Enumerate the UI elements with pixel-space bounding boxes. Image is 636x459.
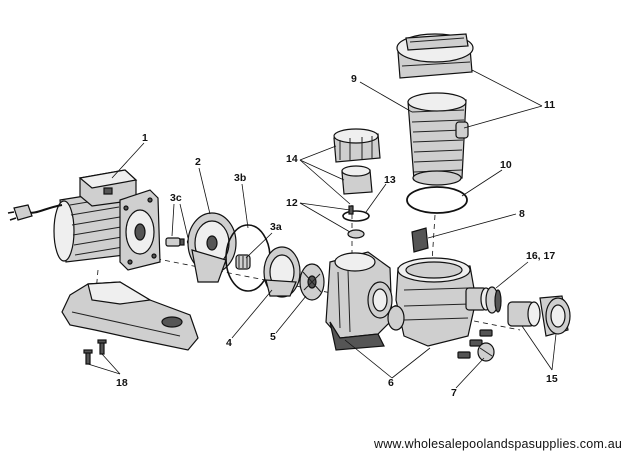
leader-15-a	[521, 325, 553, 371]
outlet-union-part	[485, 286, 502, 314]
mechanical-seal-part	[235, 254, 251, 270]
leader-14-a	[299, 145, 337, 161]
motor-part	[7, 169, 161, 271]
callout-13: 13	[384, 174, 396, 186]
leader-14-b	[299, 159, 345, 181]
leader-10	[461, 169, 503, 197]
callout-11: 11	[544, 99, 555, 111]
leader-5	[275, 295, 307, 334]
callout-3c: 3c	[170, 192, 182, 204]
hair-lint-plug-part	[411, 227, 429, 253]
union-fittings-part	[507, 295, 571, 337]
strainer-lid-part	[396, 33, 474, 79]
motor-base-part	[61, 281, 199, 365]
leader-3a	[245, 232, 273, 259]
small-o-ring-part	[342, 210, 370, 222]
pump-body-part	[325, 251, 492, 351]
diffuser-part	[263, 246, 301, 298]
leader-3c-a	[171, 203, 175, 237]
leader-16-17	[495, 261, 529, 289]
pump-lid-ring-part	[333, 128, 381, 195]
strainer-basket-part	[407, 92, 469, 186]
callout-18: 18	[116, 377, 128, 389]
callout-14: 14	[286, 153, 298, 165]
leader-13	[365, 183, 387, 213]
leader-6-a	[344, 339, 393, 379]
leader-12-b	[299, 202, 351, 233]
callout-15: 15	[546, 373, 558, 385]
leader-4	[231, 289, 273, 339]
basket-axis-line	[431, 214, 436, 263]
callout-2: 2	[195, 156, 201, 168]
leader-14-c	[299, 159, 351, 205]
leader-18-a	[101, 353, 121, 375]
leader-6-b	[391, 347, 431, 379]
callout-4: 4	[226, 337, 232, 349]
callout-7: 7	[451, 387, 457, 399]
callout-6: 6	[388, 377, 394, 389]
drain-plug-part	[457, 329, 495, 362]
callout-16-17: 16, 17	[526, 250, 555, 262]
leader-2	[198, 167, 211, 215]
leader-7	[455, 357, 485, 389]
website-footer-text: www.wholesalepoolandspasupplies.com.au	[373, 437, 622, 451]
leader-11-a	[471, 69, 543, 107]
leader-12-a	[299, 202, 351, 211]
callout-1: 1	[142, 132, 148, 144]
callout-12: 12	[286, 197, 298, 209]
seal-plate-part	[187, 212, 237, 283]
callout-9: 9	[351, 73, 357, 85]
callout-5: 5	[270, 331, 276, 343]
leader-1	[111, 142, 145, 179]
leader-3b	[241, 183, 249, 229]
callout-8: 8	[519, 208, 525, 220]
leader-18-b	[87, 363, 121, 375]
impeller-part	[299, 263, 325, 301]
leader-8	[427, 213, 517, 239]
callout-3b: 3b	[234, 172, 246, 184]
lid-o-ring-part	[406, 186, 468, 214]
leader-9	[359, 81, 413, 113]
leader-11-b	[463, 105, 543, 129]
callout-3a: 3a	[270, 221, 282, 233]
leader-3c-b	[179, 203, 189, 239]
leader-15-b	[551, 333, 557, 371]
callout-10: 10	[500, 159, 512, 171]
